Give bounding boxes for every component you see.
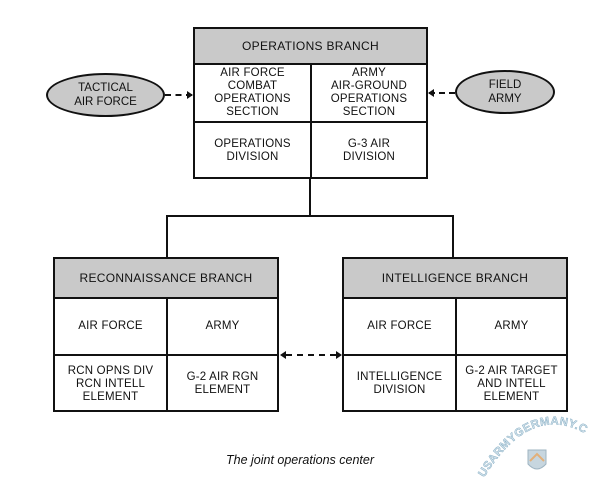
intelligence-branch-box: INTELLIGENCE BRANCH AIR FORCE ARMY INTEL… bbox=[342, 257, 568, 412]
ops-row-divider bbox=[195, 121, 426, 123]
intel-air-force: AIR FORCE bbox=[367, 320, 432, 332]
reconnaissance-branch-header: RECONNAISSANCE BRANCH bbox=[55, 259, 277, 299]
recon-intel-left-arrowhead bbox=[280, 351, 286, 359]
taf-connector-arrowhead bbox=[187, 91, 193, 99]
g3-air-division: G-3 AIR DIVISION bbox=[342, 138, 396, 163]
g2-air-rgn-element: G-2 AIR RGN ELEMENT bbox=[186, 371, 259, 396]
field-army-connector-arrowhead bbox=[428, 89, 434, 97]
army-air-ground-ops-section: ARMY AIR-GROUND OPERATIONS SECTION bbox=[330, 67, 408, 118]
field-army-connector-line bbox=[429, 92, 455, 94]
operations-branch-box: OPERATIONS BRANCH AIR FORCE COMBAT OPERA… bbox=[193, 27, 428, 179]
intel-army: ARMY bbox=[494, 320, 529, 332]
ops-to-branches-stem bbox=[309, 179, 311, 216]
intel-row-divider bbox=[344, 354, 566, 356]
recon-row-divider bbox=[55, 354, 277, 356]
svg-text:USARMYGERMANY.COM: USARMYGERMANY.COM bbox=[474, 404, 589, 479]
reconnaissance-branch-box: RECONNAISSANCE BRANCH AIR FORCE ARMY RCN… bbox=[53, 257, 279, 412]
tactical-air-force-oval: TACTICAL AIR FORCE bbox=[46, 73, 165, 117]
intel-branch-drop bbox=[452, 215, 454, 259]
intelligence-division: INTELLIGENCE DIVISION bbox=[356, 371, 443, 396]
branches-crossbar bbox=[166, 215, 454, 217]
operations-branch-header: OPERATIONS BRANCH bbox=[195, 29, 426, 65]
taf-connector-line bbox=[165, 94, 192, 96]
recon-intel-right-arrowhead bbox=[336, 351, 342, 359]
usarmygermany-watermark: USARMYGERMANY.COM bbox=[474, 404, 589, 480]
recon-air-force: AIR FORCE bbox=[78, 320, 143, 332]
intelligence-branch-header: INTELLIGENCE BRANCH bbox=[344, 259, 566, 299]
recon-intel-connector-line bbox=[286, 354, 336, 356]
af-combat-ops-section: AIR FORCE COMBAT OPERATIONS SECTION bbox=[214, 67, 291, 118]
g2-air-target-element: G-2 AIR TARGET AND INTELL ELEMENT bbox=[465, 364, 558, 403]
rcn-opns-div-element: RCN OPNS DIV RCN INTELL ELEMENT bbox=[67, 364, 154, 403]
watermark-text: USARMYGERMANY.COM bbox=[474, 404, 589, 480]
field-army-oval: FIELD ARMY bbox=[455, 70, 555, 114]
watermark-shield-icon bbox=[527, 449, 547, 470]
recon-army: ARMY bbox=[205, 320, 240, 332]
figure-caption: The joint operations center bbox=[225, 453, 374, 467]
operations-division: OPERATIONS DIVISION bbox=[214, 138, 291, 163]
recon-branch-drop bbox=[166, 215, 168, 259]
